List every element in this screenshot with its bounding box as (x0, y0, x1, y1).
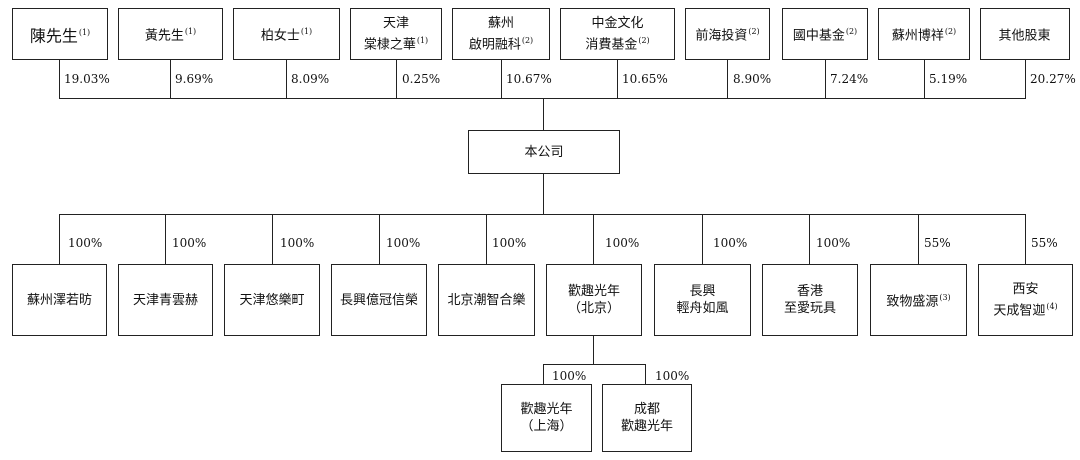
connector-line (543, 364, 645, 365)
connector-line (272, 214, 273, 264)
company-box: 本公司 (468, 130, 620, 174)
connector-line (543, 98, 544, 130)
connector-line (809, 214, 810, 264)
shareholder-box-tianjin-tangdi: 天津 棠棣之華(1) (350, 8, 442, 60)
ownership-pct: 100% (280, 236, 315, 250)
ownership-pct: 7.24% (830, 72, 869, 86)
ownership-pct: 100% (68, 236, 103, 250)
shareholder-box-others: 其他股東 (980, 8, 1070, 60)
grandchild-box-huanqu-shanghai: 歡趣光年 （上海） (501, 384, 592, 452)
ownership-pct: 100% (816, 236, 851, 250)
subsidiary-box-xian-tiancheng: 西安 天成智迦(4) (978, 264, 1073, 336)
ownership-pct: 10.65% (622, 72, 668, 86)
connector-line (727, 60, 728, 98)
connector-line (59, 60, 60, 98)
shareholder-box-cicc-fund: 中金文化 消費基金(2) (560, 8, 675, 60)
connector-line (59, 98, 1026, 99)
ownership-pct: 9.69% (175, 72, 214, 86)
connector-line (59, 214, 60, 264)
connector-line (645, 364, 646, 384)
connector-line (1025, 214, 1026, 264)
connector-line (702, 214, 703, 264)
connector-line (543, 364, 544, 384)
connector-line (501, 60, 502, 98)
subsidiary-box-beijing-chaozhi: 北京潮智合樂 (438, 264, 535, 336)
subsidiary-box-tianjin-qingyunhe: 天津青雲赫 (118, 264, 213, 336)
ownership-pct: 100% (492, 236, 527, 250)
connector-line (543, 174, 544, 214)
connector-line (379, 214, 380, 264)
ownership-pct: 5.19% (929, 72, 968, 86)
ownership-pct: 100% (552, 369, 587, 383)
connector-line (617, 60, 618, 98)
subsidiary-box-suzhou-zeruofang: 蘇州澤若昉 (12, 264, 107, 336)
ownership-pct: 100% (605, 236, 640, 250)
subsidiary-box-hongkong-toys: 香港 至愛玩具 (762, 264, 858, 336)
connector-line (286, 60, 287, 98)
ownership-pct: 100% (713, 236, 748, 250)
shareholder-box-huang: 黃先生(1) (118, 8, 223, 60)
ownership-pct: 100% (655, 369, 690, 383)
connector-line (593, 214, 594, 264)
connector-line (59, 214, 1026, 215)
connector-line (924, 60, 925, 98)
connector-line (593, 336, 594, 364)
shareholder-box-suzhou-boxiang: 蘇州博祥(2) (878, 8, 970, 60)
subsidiary-box-huanqu-beijing: 歡趣光年 （北京） (546, 264, 642, 336)
connector-line (165, 214, 166, 264)
connector-line (486, 214, 487, 264)
shareholder-box-guozhong: 國中基金(2) (782, 8, 868, 60)
subsidiary-box-zhiwu-shengyuan: 致物盛源(3) (870, 264, 967, 336)
ownership-pct: 10.67% (506, 72, 552, 86)
connector-line (918, 214, 919, 264)
shareholder-box-suzhou-qiming: 蘇州 啟明融科(2) (452, 8, 550, 60)
connector-line (825, 60, 826, 98)
ownership-pct: 8.09% (291, 72, 330, 86)
connector-line (1025, 60, 1026, 98)
subsidiary-box-changxing-yiguan: 長興億冠信榮 (331, 264, 427, 336)
subsidiary-box-tianjin-youleting: 天津悠樂町 (224, 264, 320, 336)
ownership-pct: 100% (386, 236, 421, 250)
ownership-pct: 55% (1031, 236, 1058, 250)
connector-line (170, 60, 171, 98)
ownership-pct: 0.25% (402, 72, 441, 86)
ownership-pct: 8.90% (733, 72, 772, 86)
shareholder-box-chen: 陳先生(1) (12, 8, 108, 60)
shareholder-box-bai: 柏女士(1) (233, 8, 340, 60)
ownership-pct: 20.27% (1030, 72, 1076, 86)
connector-line (396, 60, 397, 98)
subsidiary-box-changxing-qingzhou: 長興 輕舟如風 (654, 264, 751, 336)
ownership-pct: 19.03% (64, 72, 110, 86)
grandchild-box-chengdu-huanqu: 成都 歡趣光年 (602, 384, 692, 452)
shareholder-box-qianhai: 前海投資(2) (685, 8, 770, 60)
ownership-pct: 55% (924, 236, 951, 250)
ownership-pct: 100% (172, 236, 207, 250)
